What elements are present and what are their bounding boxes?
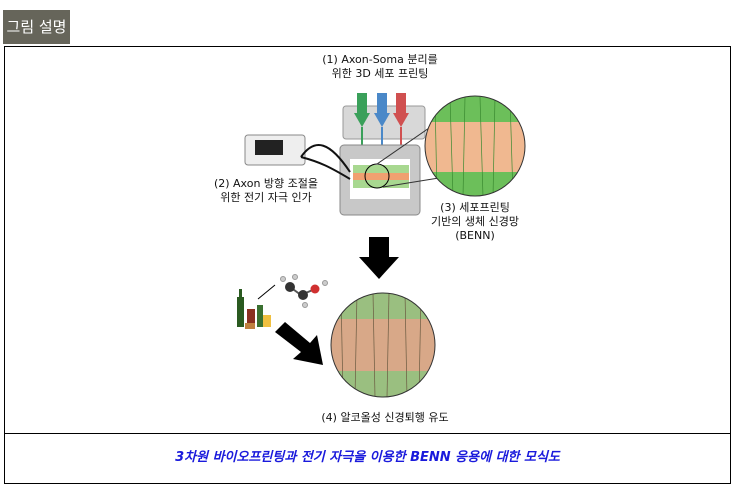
label-line: (2) Axon 방향 조절을 xyxy=(213,177,319,190)
alcohol-bottles-icon xyxy=(237,289,271,329)
diagonal-arrow-icon xyxy=(275,322,323,365)
label-line: 위한 3D 세포 프린팅 xyxy=(331,67,429,80)
culture-chamber-icon xyxy=(339,116,446,216)
label-line: (1) Axon-Soma 분리를 xyxy=(322,53,438,66)
figure-description-tab: 그림 설명 xyxy=(3,10,70,44)
label-line: 위한 전기 자극 인가 xyxy=(220,191,312,204)
label-line: (BENN) xyxy=(455,229,495,242)
figure-caption: 3차원 바이오프린팅과 전기 자극을 이용한 BENN 응용에 대한 모식도 xyxy=(5,433,730,484)
label-line: 기반의 생체 신경망 xyxy=(431,215,519,228)
label-neurodegeneration: (4) 알코올성 신경퇴행 유도 xyxy=(321,411,449,424)
stimulator-device-icon xyxy=(244,134,351,180)
schematic-illustration xyxy=(237,93,526,398)
benn-magnified-icon xyxy=(425,96,525,196)
ethanol-molecule-icon xyxy=(280,274,328,308)
printer-head-icon xyxy=(342,93,426,147)
neurodegeneration-magnified-icon xyxy=(331,293,435,397)
label-line: (3) 세포프린팅 xyxy=(440,201,510,214)
down-arrow-icon xyxy=(359,237,399,279)
